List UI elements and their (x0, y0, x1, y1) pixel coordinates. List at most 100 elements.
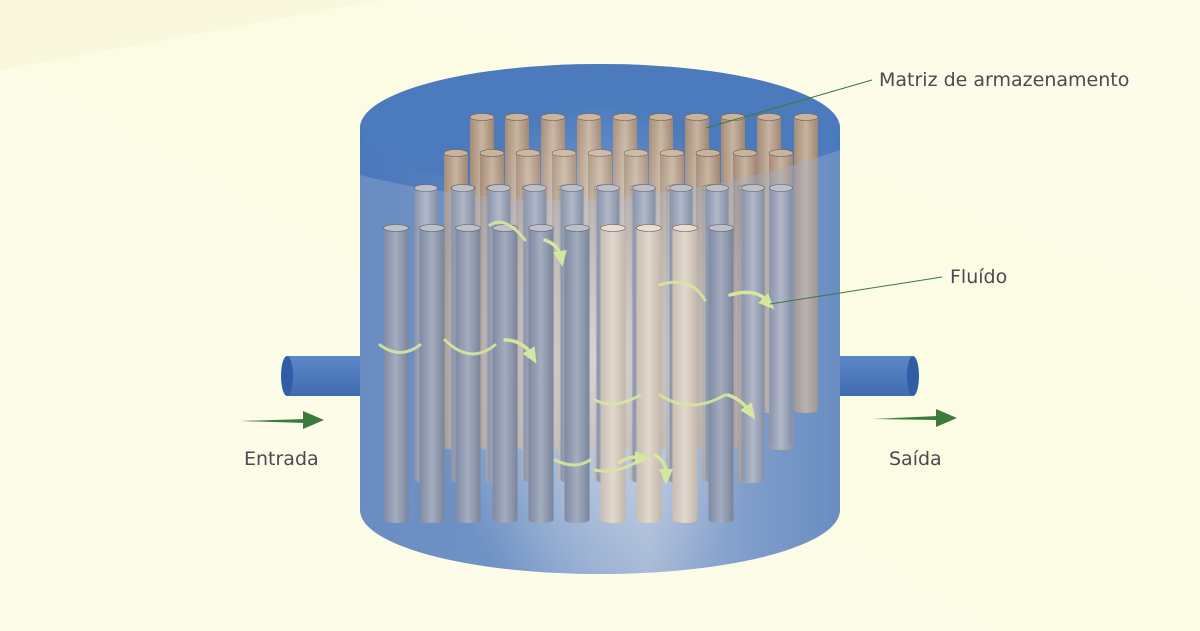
matrix-rod-back-9-bottom (794, 407, 818, 413)
tube-back-5-cap (596, 184, 620, 192)
tube-front-7-cap (636, 224, 662, 232)
tube-back-9-cap (741, 184, 765, 192)
tube-front-4 (528, 224, 554, 523)
tube-front-8-cap (672, 224, 698, 232)
tube-front-4-cap (528, 224, 554, 232)
flow-arrow-6 (618, 451, 651, 465)
outlet-arrow-icon (873, 409, 957, 427)
tube-back-right-body (769, 188, 793, 445)
tube-back-3-cap (523, 184, 547, 192)
tube-back-right-cap (769, 184, 793, 192)
tube-back-9-body (741, 188, 765, 480)
tube-front-2-cap (455, 224, 481, 232)
flow-streak-6 (553, 458, 592, 467)
tube-back-0-cap (414, 184, 438, 192)
tube-front-9-bottom (708, 517, 734, 523)
tube-front-8 (672, 224, 698, 523)
flow-streak-1 (443, 338, 497, 356)
inlet-pipe (287, 356, 367, 396)
tube-front-9 (708, 224, 734, 523)
flow-arrow-2 (728, 290, 775, 310)
tube-back-1-cap (451, 184, 475, 192)
tube-front-5-bottom (564, 517, 590, 523)
inlet-label: Entrada (244, 448, 319, 470)
matrix-rod-back-9-cap (793, 113, 819, 121)
tube-back-6-cap (632, 184, 656, 192)
tube-front-5 (564, 224, 590, 523)
tube-front-6 (600, 224, 626, 523)
matrix-rod-mid-8-cap (732, 149, 758, 157)
inlet-arrow-icon (240, 411, 324, 429)
tube-front-1 (419, 224, 445, 523)
tube-front-2-bottom (455, 517, 481, 523)
tube-front-3-body (492, 228, 518, 520)
matrix-rod-back-9 (793, 113, 819, 413)
matrix-rod-back-8-cap (756, 113, 782, 121)
tube-back-2-cap (487, 184, 511, 192)
flow-streak-4 (658, 393, 727, 407)
matrix-rod-back-6-cap (684, 113, 710, 121)
tube-front-5-body (564, 228, 590, 520)
flow-arrow-5 (653, 453, 673, 485)
flow-arrow-4-head (552, 249, 567, 267)
tube-front-0 (383, 224, 409, 523)
tube-back-7-cap (669, 184, 693, 192)
flow-streak-0 (378, 343, 422, 354)
tube-front-5-cap (564, 224, 590, 232)
matrix-rod-mid-0-cap (443, 149, 469, 157)
outlet-pipe-opening (907, 356, 919, 396)
matrix-rod-back-9-body (794, 117, 818, 410)
flow-arrow-2-head (758, 293, 775, 310)
tube-back-9 (741, 184, 765, 483)
background-band-light (0, 0, 380, 70)
tube-front-0-bottom (383, 517, 409, 523)
tube-front-1-body (419, 228, 445, 520)
tube-front-4-bottom (528, 517, 554, 523)
tube-back-right-bottom (769, 442, 793, 448)
tube-back-9-bottom (741, 477, 765, 483)
tube-front-6-cap (600, 224, 626, 232)
flow-arrow-1 (503, 338, 537, 364)
matrix-rod-back-1-cap (504, 113, 530, 121)
tube-front-6-body (600, 228, 626, 520)
matrix-rod-mid-9-cap (768, 149, 794, 157)
flow-streak-3 (593, 393, 642, 406)
flow-streak-2 (488, 220, 527, 242)
tube-front-6-bottom (600, 517, 626, 523)
tube-front-9-body (708, 228, 734, 520)
tube-front-2-body (455, 228, 481, 520)
tube-front-0-body (383, 228, 409, 520)
tube-front-1-bottom (419, 517, 445, 523)
outlet-label: Saída (889, 448, 942, 470)
flow-arrow-3 (726, 393, 756, 420)
tube-front-7-body (636, 228, 662, 520)
tube-front-7-bottom (636, 517, 662, 523)
tube-front-3-bottom (492, 517, 518, 523)
matrix-leader-line (705, 79, 873, 129)
tube-back-4-cap (560, 184, 584, 192)
flow-arrow-4 (543, 238, 567, 267)
tube-back-8-cap (705, 184, 729, 192)
tube-front-1-cap (419, 224, 445, 232)
matrix-rod-back-7-cap (720, 113, 746, 121)
tube-front-8-body (672, 228, 698, 520)
tube-front-3 (492, 224, 518, 523)
flow-arrow-5-head (659, 469, 673, 485)
flow-arrow-1-head (522, 346, 537, 364)
flow-arrow-6-head (635, 451, 651, 465)
tube-front-2 (455, 224, 481, 523)
tube-front-0-cap (383, 224, 409, 232)
inlet-pipe-opening (281, 356, 293, 396)
flow-arrow-3-head (740, 402, 756, 420)
tube-front-7 (636, 224, 662, 523)
fluid-leader-line (769, 276, 943, 305)
fluid-label: Fluído (950, 266, 1007, 288)
tube-front-4-body (528, 228, 554, 520)
tank-contents (360, 100, 840, 574)
tube-back-right (769, 184, 793, 448)
flow-streak-5 (658, 280, 707, 302)
storage-matrix-label: Matriz de armazenamento (879, 69, 1129, 91)
tube-front-9-cap (708, 224, 734, 232)
